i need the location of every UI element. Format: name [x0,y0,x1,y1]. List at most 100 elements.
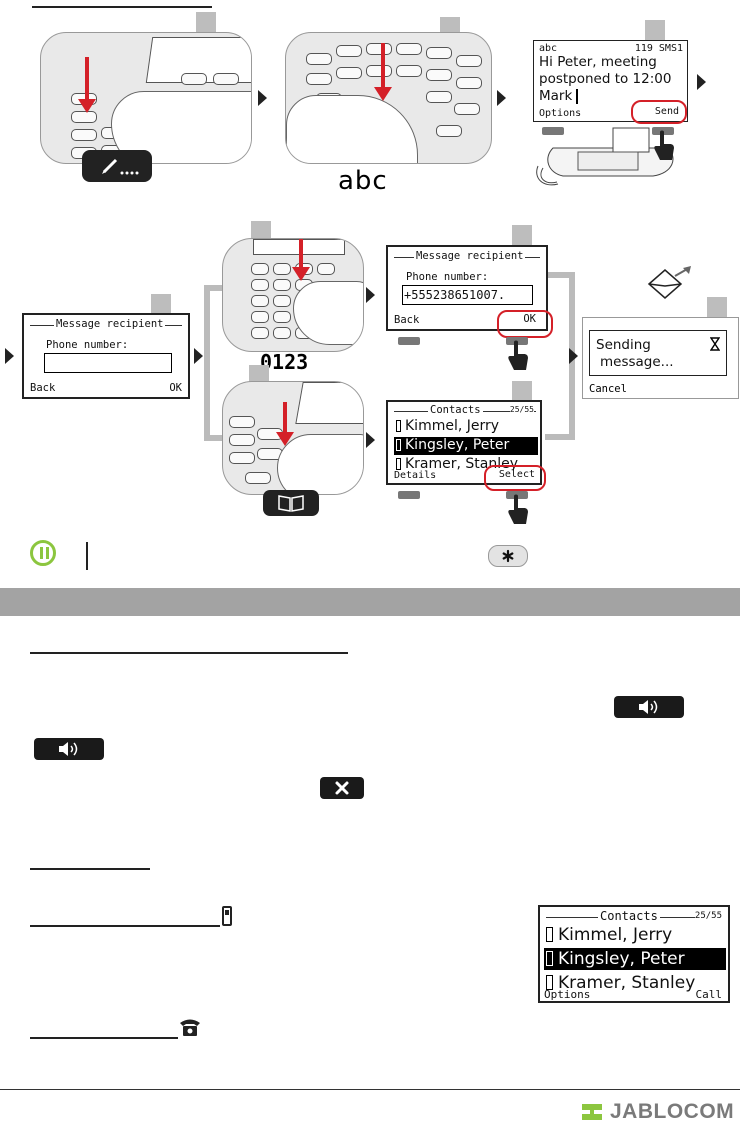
screen-title: Contacts [428,404,483,416]
hand-press-icon [508,494,528,524]
softkey-options[interactable]: Options [539,108,582,119]
book-icon [278,495,304,512]
phone-number-label: Phone number: [46,339,129,351]
star-key-icon [488,545,528,567]
flow-arrow [5,348,14,364]
contact-name: Kimmel, Jerry [405,418,500,434]
softkey-ok[interactable]: OK [523,313,536,325]
contact-name: Kramer, Stanley [558,973,696,993]
contacts-select-screen: Contacts 25/55 Kimmel, Jerry Kingsley, P… [386,400,542,485]
select-highlight [484,465,546,491]
contact-row[interactable]: Kimmel, Jerry [544,924,726,946]
softkey-call[interactable]: Call [695,988,723,1001]
speaker-key-icon [34,738,104,760]
left-softkey-button[interactable] [542,127,564,135]
hand-shape [286,95,418,163]
step-badge [707,297,727,317]
message-line: Hi Peter, meeting [539,54,657,70]
flow-arrow [497,90,506,106]
sending-box: Sending message... [589,330,727,376]
contact-row-selected[interactable]: Kingsley, Peter [544,948,726,970]
softkey-send[interactable]: Send [654,106,679,117]
brand-name: JABLOCOM [610,1100,735,1123]
ok-highlight [497,310,553,338]
text-cursor [576,89,578,104]
hand-press-icon [654,130,674,160]
message-line: postponed to 12:00 [539,71,672,87]
softkey-back[interactable]: Back [30,382,56,394]
subheading-underline [30,1037,178,1039]
photo-type-text [285,32,492,164]
contacts-counter: 25/55 [694,911,722,921]
phone-number-label: Phone number: [406,271,489,283]
pencil-dots-icon [102,158,139,175]
softkey-cancel[interactable]: Cancel [589,383,627,395]
contacts-call-screen: Contacts 25/55 Kimmel, Jerry Kingsley, P… [538,905,730,1003]
sending-line: message... [600,354,674,370]
flow-arrow [697,74,706,90]
mobile-phone-icon [396,420,401,432]
step-badge [249,365,269,385]
softkey-details[interactable]: Details [394,470,437,481]
envelope-send-icon [647,266,691,299]
desk-phone-icon [180,1019,200,1036]
photo-open-contacts [222,381,364,495]
contact-row[interactable]: Kimmel, Jerry [394,418,538,436]
step-badge [251,221,271,241]
step-badge [645,20,665,40]
softkey-options[interactable]: Options [544,988,591,1001]
sending-dialog: Sending message... Cancel [582,317,739,399]
softkey-select[interactable]: Select [498,469,535,480]
mobile-phone-icon [396,458,401,470]
footer-rule [0,1089,740,1090]
hand-press-icon [508,340,528,370]
contact-row[interactable]: Kramer, Stanley [544,972,726,994]
heading-underline [32,6,212,8]
speaker-key-icon [614,696,684,718]
left-softkey-button[interactable] [398,491,420,499]
char-counter: 119 SMS1 [634,43,683,54]
photo-press-message-key [40,32,252,164]
softkey-back[interactable]: Back [394,314,420,326]
contacts-key-label [263,490,319,516]
step-badge [512,381,532,401]
subheading-underline [30,925,220,927]
step-badge [151,294,171,314]
subheading-underline [30,652,348,654]
section-header-bar [0,588,740,616]
input-mode-indicator: abc [539,43,558,54]
left-softkey-button[interactable] [398,337,420,345]
contact-name: Kingsley, Peter [405,437,510,453]
contact-row-selected[interactable]: Kingsley, Peter [394,437,538,455]
contact-name: Kingsley, Peter [558,949,685,969]
step-badge [512,225,532,245]
flow-arrow [366,432,375,448]
phone-number-input[interactable] [44,353,172,373]
branch-connector [204,285,222,441]
flow-arrow [569,348,578,364]
flow-arrow [194,348,203,364]
hand-shape [293,281,363,345]
screen-title: Contacts [598,909,660,923]
close-key-icon [320,777,364,799]
phone-number-input[interactable]: +555238651007. [402,285,533,305]
jablocom-logo-mark [582,1104,602,1120]
sending-line: Sending [596,337,651,353]
mobile-phone-icon [546,975,553,990]
hourglass-icon [710,337,720,351]
flow-arrow [366,287,375,303]
recipient-filled-screen: Message recipient Phone number: +5552386… [386,245,548,331]
info-divider [86,542,88,570]
contact-name: Kimmel, Jerry [558,925,673,945]
softkey-ok[interactable]: OK [169,382,182,394]
message-line: Mark [539,88,573,104]
contacts-counter: 25/55 [509,405,534,414]
mode-abc-label: abc [338,166,388,196]
sms-compose-screen: abc 119 SMS1 Hi Peter, meeting postponed… [533,40,688,122]
screen-title: Message recipient [54,318,166,330]
step-badge [196,12,216,32]
mobile-phone-icon [546,927,553,942]
brand-logo: JABLOCOM [578,1098,736,1126]
mobile-phone-icon [546,951,553,966]
subheading-underline [30,868,150,870]
